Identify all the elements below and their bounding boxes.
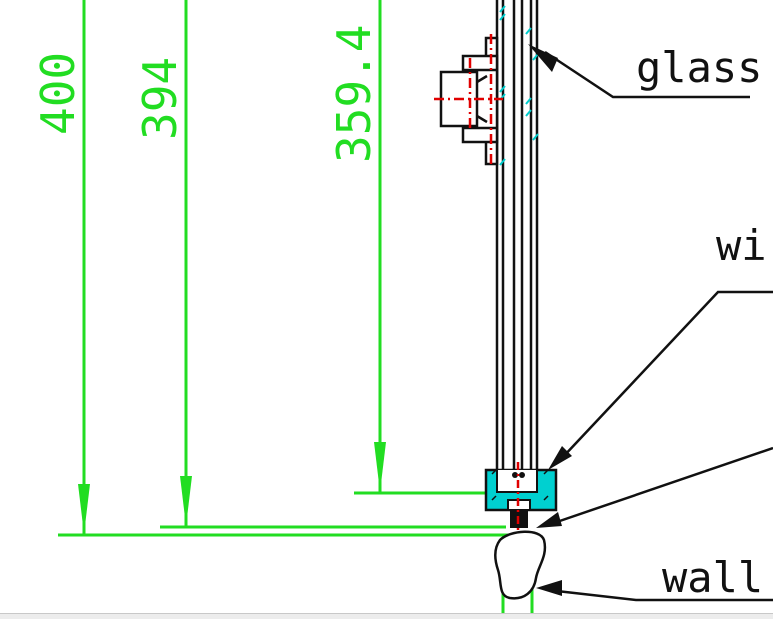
label-window-partial: wir	[716, 221, 773, 270]
leader-wall	[547, 588, 773, 602]
label-wall: wall	[662, 553, 763, 602]
label-glass: glass	[636, 43, 762, 92]
status-bar	[0, 613, 773, 619]
glass-hatch-marks	[499, 5, 539, 166]
clamp-centerlines	[434, 34, 503, 166]
dimension-text-359-4: 359.4	[327, 25, 381, 163]
dimension-arrow-359-4	[374, 442, 386, 492]
leader-lines	[544, 50, 773, 602]
wall-shape	[494, 530, 547, 600]
leader-window	[561, 290, 773, 459]
dimension-arrow-400	[78, 484, 90, 534]
leader-glass	[544, 50, 750, 99]
dimension-arrow-394	[180, 476, 192, 526]
dimension-lines	[58, 0, 534, 619]
dimension-text-394: 394	[133, 57, 187, 140]
dimension-text-400: 400	[31, 52, 85, 135]
leader-arrowheads	[528, 44, 572, 596]
glass-panels	[495, 0, 539, 470]
leader-channel	[547, 446, 773, 527]
window-channel	[484, 468, 558, 528]
